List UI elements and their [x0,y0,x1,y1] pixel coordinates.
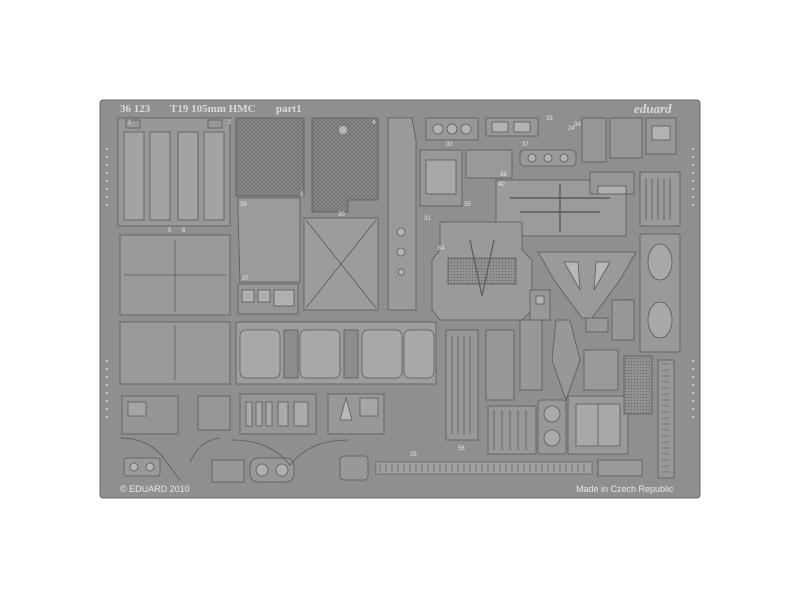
part-4-mesh [311,117,379,213]
part-number-35: 35 [464,202,471,208]
part-number-25: 25 [410,452,417,458]
part-47 [639,171,681,227]
part-group-55-58 [445,319,543,441]
part-number-40: 40 [498,182,505,188]
part-number-36: 36 [500,172,507,178]
part-group-70-72 [623,355,675,479]
origin-text: Made in Czech Republic [576,484,674,494]
part-group-7 [119,321,231,385]
part-group-13-16 [197,395,295,483]
part-27-29 [237,283,299,315]
part-30 [303,217,379,311]
part-number-56: 56 [458,446,465,452]
part-number-32: 32 [446,142,453,148]
part-group-11-12 [123,457,161,477]
part-54 [431,221,533,321]
hinge-row [235,321,437,385]
brand-logo: eduard [634,101,672,116]
part-group-17-20 [231,393,349,466]
part-group-67-69 [567,349,643,477]
part-group-32-35 [419,117,539,207]
part-52 [537,251,637,319]
sprue-holes-left [106,148,108,418]
part-group-49-53 [617,233,681,353]
part-31 [387,117,417,311]
part-label: part1 [276,103,302,115]
part-number-27: 27 [242,276,249,282]
part-number-28: 28 [240,202,247,208]
part-group-5 [119,234,231,316]
comb-strip [375,461,593,475]
part-group-59-62 [529,289,635,402]
part-group-8-10 [119,395,221,481]
part-group-63-66 [487,399,567,455]
part-group-41-46 [581,117,677,195]
part-group-1-2 [117,117,231,227]
part-number-54: 54 [438,246,445,252]
part-number-30: 30 [338,212,345,218]
part-number-34: 34 [574,122,581,128]
part-group-21-24 [327,393,385,481]
sprue-holes-right [692,148,694,418]
part-number-24: 24 [568,126,575,132]
part-number-2: 2 [228,120,232,126]
part-number-1: 1 [128,120,132,126]
part-3-mesh [235,117,305,197]
part-4-hole [339,126,347,134]
copyright-text: © EDUARD 2010 [120,484,190,494]
part-number-31: 31 [424,216,431,222]
kit-title: T19 105mm HMC [170,103,256,115]
part-28 [237,197,301,283]
part-number-33: 33 [546,116,553,122]
part-number-6: 6 [182,228,186,234]
part-number-4: 4 [372,120,376,126]
part-number-3: 3 [300,192,304,198]
part-number-5: 5 [168,228,172,234]
part-number-37: 37 [522,142,529,148]
part-number-label: 36 123 [120,103,151,115]
part-group-36-37 [465,149,577,179]
